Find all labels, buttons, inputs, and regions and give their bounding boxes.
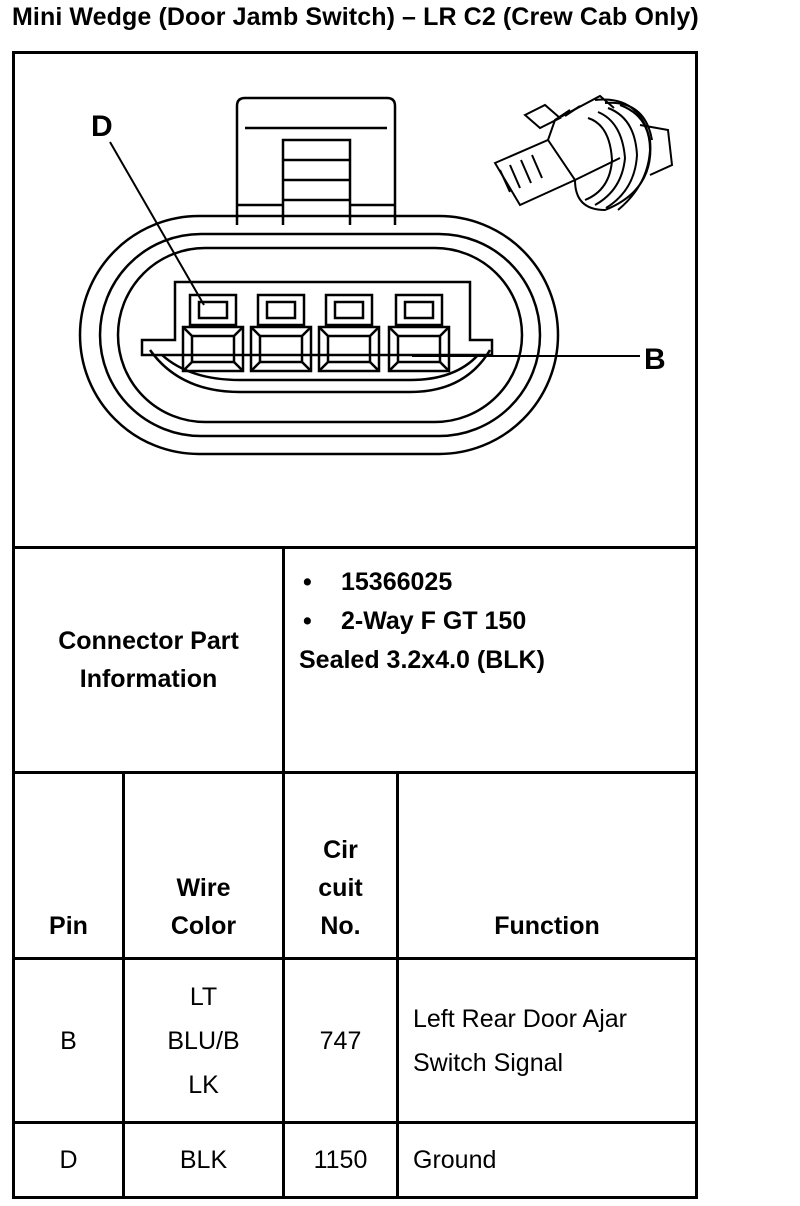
table-row-b-circuit: 747 (285, 960, 396, 1121)
function-line: Left Rear Door Ajar (413, 1004, 627, 1033)
table-row-b-pin: B (15, 960, 122, 1121)
wire-color-line: BLK (179, 1146, 228, 1174)
pin-cell: B (60, 1026, 77, 1055)
connector-seal-info: Sealed 3.2x4.0 (BLK) (299, 646, 545, 674)
function-line: Switch Signal (413, 1048, 564, 1077)
table-row-d-function: Ground (413, 1124, 693, 1196)
table-row-d-wire-color: BLK (125, 1124, 282, 1196)
connector-body-outer (78, 214, 560, 456)
divider-header (12, 957, 698, 960)
table-row-d-pin: D (15, 1124, 122, 1196)
header-circuit: Cir cuit No. (285, 774, 396, 957)
connector-info-label-line2: Information (79, 665, 218, 693)
connector-info-label: Connector Part Information (15, 549, 282, 771)
vline-col1 (122, 771, 125, 1199)
page-title: Mini Wedge (Door Jamb Switch) – LR C2 (C… (12, 3, 699, 31)
header-wire-color-line1: Wire (176, 874, 231, 902)
frame-right (695, 51, 698, 1199)
circuit-cell: 1150 (313, 1146, 368, 1174)
wire-color-line: LT (189, 982, 218, 1011)
connector-info-label-line1: Connector Part (58, 627, 239, 655)
header-wire-color-line2: Color (170, 912, 237, 940)
function-line: Ground (413, 1146, 497, 1174)
frame-bottom (12, 1196, 698, 1199)
frame-left (12, 51, 15, 1199)
pin-label-d: D (91, 110, 113, 143)
divider-row (12, 1121, 698, 1124)
pin-cell: D (59, 1146, 78, 1174)
circuit-cell: 747 (319, 1026, 362, 1055)
vline-info (282, 546, 285, 773)
pin-label-b: B (644, 343, 666, 376)
leader-line-d (109, 141, 205, 306)
connector-latch (235, 96, 397, 225)
wire-color-line: BLU/B (167, 1026, 240, 1055)
divider-info (12, 771, 698, 774)
header-circuit-line2: cuit (318, 874, 363, 902)
divider-diagram (12, 546, 698, 549)
wire-color-line: LK (188, 1070, 219, 1099)
header-function-text: Function (494, 912, 600, 940)
connector-info-values: 15366025 2-Way F GT 150 Sealed 3.2x4.0 (… (299, 563, 689, 680)
header-wire-color: Wire Color (125, 774, 282, 957)
vline-col3 (396, 771, 399, 1199)
connector-diagram: D B (78, 94, 674, 456)
table-row-b-wire-color: LT BLU/B LK (125, 960, 282, 1121)
connector-3d-icon (493, 94, 674, 212)
header-pin: Pin (15, 774, 122, 957)
header-function: Function (399, 774, 695, 957)
part-number-list: 15366025 2-Way F GT 150 (299, 563, 689, 641)
table-row-b-function: Left Rear Door Ajar Switch Signal (413, 960, 693, 1121)
table-row-d-circuit: 1150 (285, 1124, 396, 1196)
part-number-item: 15366025 (299, 563, 689, 602)
frame-top (12, 51, 698, 54)
vline-col2 (282, 771, 285, 1199)
terminal-cavities (181, 293, 451, 373)
part-number-item: 2-Way F GT 150 (299, 602, 689, 641)
header-circuit-line1: Cir (323, 836, 358, 864)
header-circuit-line3: No. (320, 912, 361, 940)
header-pin-text: Pin (49, 912, 88, 940)
